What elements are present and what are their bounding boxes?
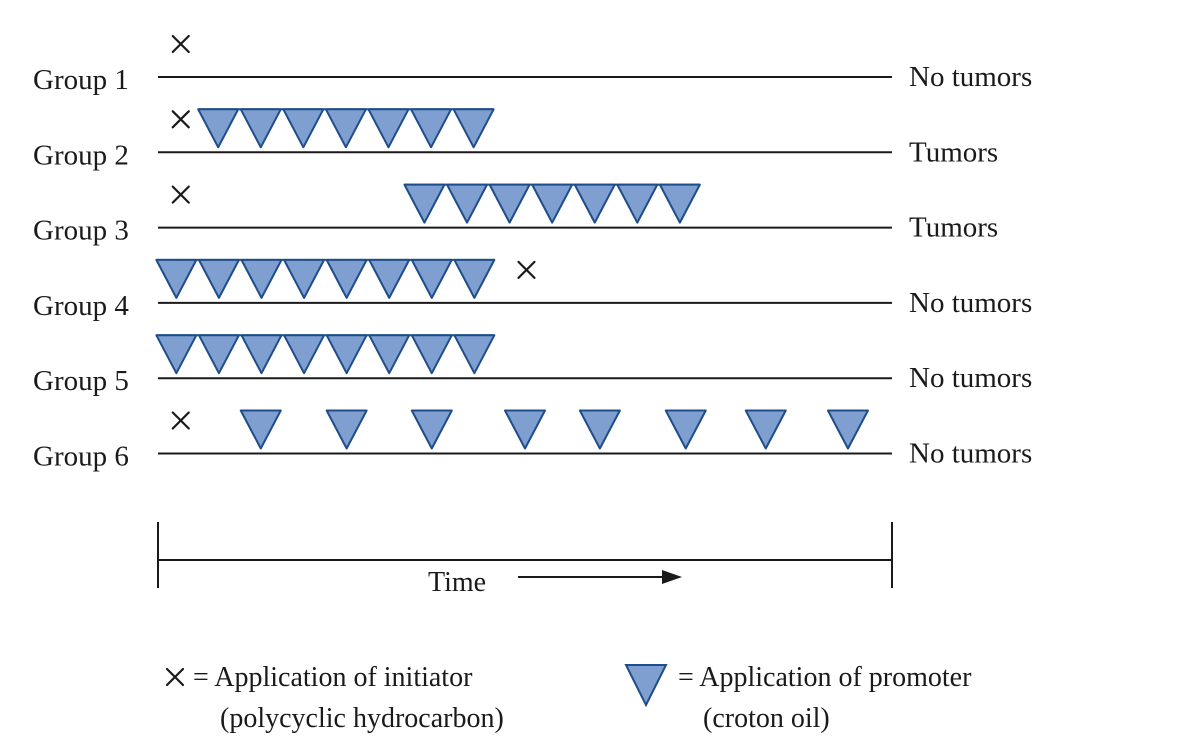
- group-row: Group 4 No tumors: [33, 258, 1032, 322]
- x-mark-icon: [165, 667, 185, 687]
- group-label: Group 4: [33, 290, 129, 322]
- promoter-application-mark: [282, 108, 325, 149]
- time-axis-label: Time: [428, 567, 486, 598]
- legend-initiator-subtext: (polycyclic hydrocarbon): [220, 703, 504, 734]
- group-row: Group 5 No tumors: [33, 334, 1032, 397]
- promoter-application-mark: [325, 334, 368, 375]
- promoter-application-mark: [155, 334, 198, 375]
- promoter-application-mark: [197, 258, 240, 299]
- group-outcome: No tumors: [909, 362, 1032, 394]
- promoter-application-mark: [410, 108, 453, 149]
- promoter-application-mark: [239, 108, 282, 149]
- time-axis: Time: [157, 522, 893, 598]
- legend-initiator-text: = Application of initiator: [193, 662, 473, 693]
- group-outcome: No tumors: [909, 287, 1032, 319]
- triangle-icon: [624, 664, 668, 708]
- legend: = Application of initiator (polycyclic h…: [165, 662, 972, 734]
- promoter-application-mark: [240, 258, 283, 299]
- legend-promoter-subtext: (croton oil): [703, 703, 830, 734]
- promoter-application-mark: [616, 183, 659, 224]
- promoter-application-mark: [283, 258, 326, 299]
- promoter-application-mark: [504, 409, 546, 450]
- promoter-application-mark: [197, 108, 240, 149]
- initiator-application-mark: [171, 185, 190, 204]
- promoter-application-mark: [410, 258, 453, 299]
- legend-initiator: = Application of initiator (polycyclic h…: [165, 662, 504, 734]
- promoter-application-mark: [410, 409, 453, 450]
- initiator-application-mark: [171, 411, 190, 430]
- promoter-application-mark: [368, 334, 411, 375]
- group-row: Group 1 No tumors: [33, 34, 1032, 96]
- promoter-application-mark: [573, 183, 616, 224]
- legend-promoter: = Application of promoter (croton oil): [624, 662, 972, 734]
- promoter-application-mark: [446, 183, 489, 224]
- promoter-application-mark: [239, 409, 282, 450]
- promoter-application-mark: [488, 183, 531, 224]
- group-outcome: Tumors: [909, 136, 998, 168]
- promoter-application-mark: [664, 409, 707, 450]
- group-outcome: No tumors: [909, 61, 1032, 93]
- promoter-application-mark: [324, 108, 367, 149]
- promoter-application-mark: [155, 258, 198, 299]
- legend-promoter-text: = Application of promoter: [678, 662, 972, 693]
- promoter-application-mark: [325, 258, 368, 299]
- promoter-application-mark: [658, 183, 701, 224]
- promoter-application-mark: [744, 409, 787, 450]
- group-row: Group 3 Tumors: [33, 183, 998, 247]
- promoter-application-mark: [531, 183, 574, 224]
- promoter-application-mark: [197, 334, 240, 375]
- promoter-application-mark: [403, 183, 446, 224]
- initiator-application-mark: [171, 110, 190, 129]
- group-row: Group 2 Tumors: [33, 108, 998, 171]
- group-label: Group 3: [33, 215, 129, 247]
- group-outcome: No tumors: [909, 438, 1032, 470]
- initiator-application-mark: [517, 260, 536, 279]
- group-label: Group 2: [33, 139, 129, 171]
- promoter-application-mark: [826, 409, 869, 450]
- group-label: Group 1: [33, 64, 129, 96]
- promoter-application-mark: [578, 409, 621, 450]
- group-outcome: Tumors: [909, 212, 998, 244]
- promoter-application-mark: [367, 108, 410, 149]
- promoter-application-mark: [453, 258, 496, 299]
- promoter-application-mark: [240, 334, 283, 375]
- group-label: Group 6: [33, 441, 129, 473]
- promoter-application-mark: [410, 334, 453, 375]
- promoter-application-mark: [368, 258, 411, 299]
- group-label: Group 5: [33, 365, 129, 397]
- promoter-application-mark: [452, 108, 495, 149]
- promoter-application-mark: [453, 334, 496, 375]
- group-row: Group 6 No tumors: [33, 409, 1032, 473]
- promoter-application-mark: [283, 334, 326, 375]
- initiator-application-mark: [171, 34, 190, 54]
- promoter-application-mark: [325, 409, 368, 450]
- right-arrow-icon: [518, 570, 682, 584]
